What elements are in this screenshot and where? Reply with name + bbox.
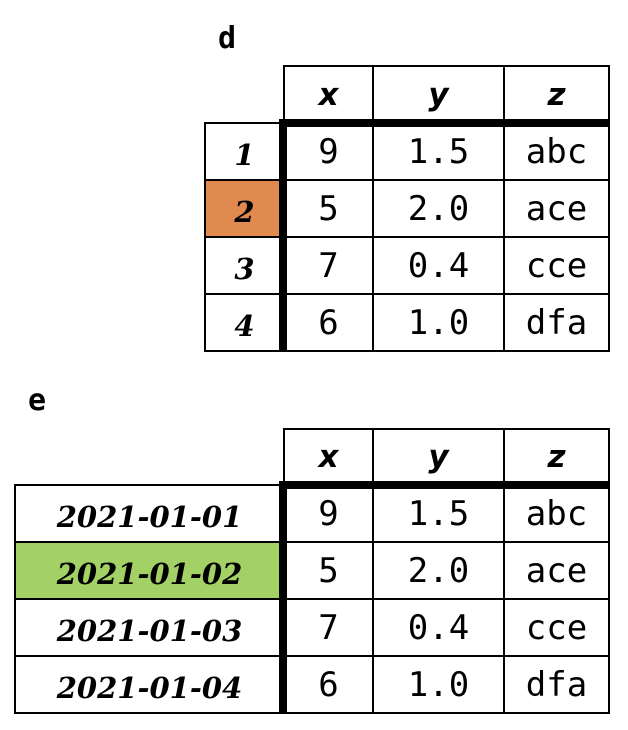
table-d-cell: abc [503,122,610,181]
table-e-cell: 1.5 [372,484,505,543]
table-e-index-1: 2021-01-01 [14,484,285,543]
table-d-header-x: x [283,65,374,124]
table-e-header-z: z [503,428,610,486]
table-e-cell: dfa [503,655,610,714]
table-e-cell: ace [503,541,610,600]
table-e-index-4: 2021-01-04 [14,655,285,714]
table-e-cell: 7 [283,598,374,657]
table-d-index-4: 4 [204,293,285,352]
table-d-index-1: 1 [204,122,285,181]
table-d-index-2: 2 [204,179,285,238]
table-e-cell: 2.0 [372,541,505,600]
table-d-cell: ace [503,179,610,238]
table-d-cell: 5 [283,179,374,238]
table-e-header-x: x [283,428,374,486]
table-d-cell: 2.0 [372,179,505,238]
table-e-cell: 9 [283,484,374,543]
table-d-cell: 6 [283,293,374,352]
table-e-cell: abc [503,484,610,543]
table-d-cell: cce [503,236,610,295]
table-e-header-y: y [372,428,505,486]
table-e-cell: 0.4 [372,598,505,657]
table-e-cell: cce [503,598,610,657]
table-d-index-3: 3 [204,236,285,295]
table-d-label: d [218,21,237,56]
table-d-cell: 7 [283,236,374,295]
table-d-cell: dfa [503,293,610,352]
table-e-cell: 1.0 [372,655,505,714]
table-d-cell: 1.0 [372,293,505,352]
table-d-cell: 0.4 [372,236,505,295]
table-d-header-y: y [372,65,505,124]
table-e-header-separator [279,481,610,489]
table-e-index-separator [279,481,287,714]
table-e-cell: 5 [283,541,374,600]
table-e-index-3: 2021-01-03 [14,598,285,657]
table-d-cell: 1.5 [372,122,505,181]
table-e-cell: 6 [283,655,374,714]
table-d-index-separator [279,119,287,352]
table-e-index-2: 2021-01-02 [14,541,285,600]
table-d-cell: 9 [283,122,374,181]
table-d-header-separator [279,119,610,127]
table-e-label: e [28,383,47,418]
table-d-header-z: z [503,65,610,124]
